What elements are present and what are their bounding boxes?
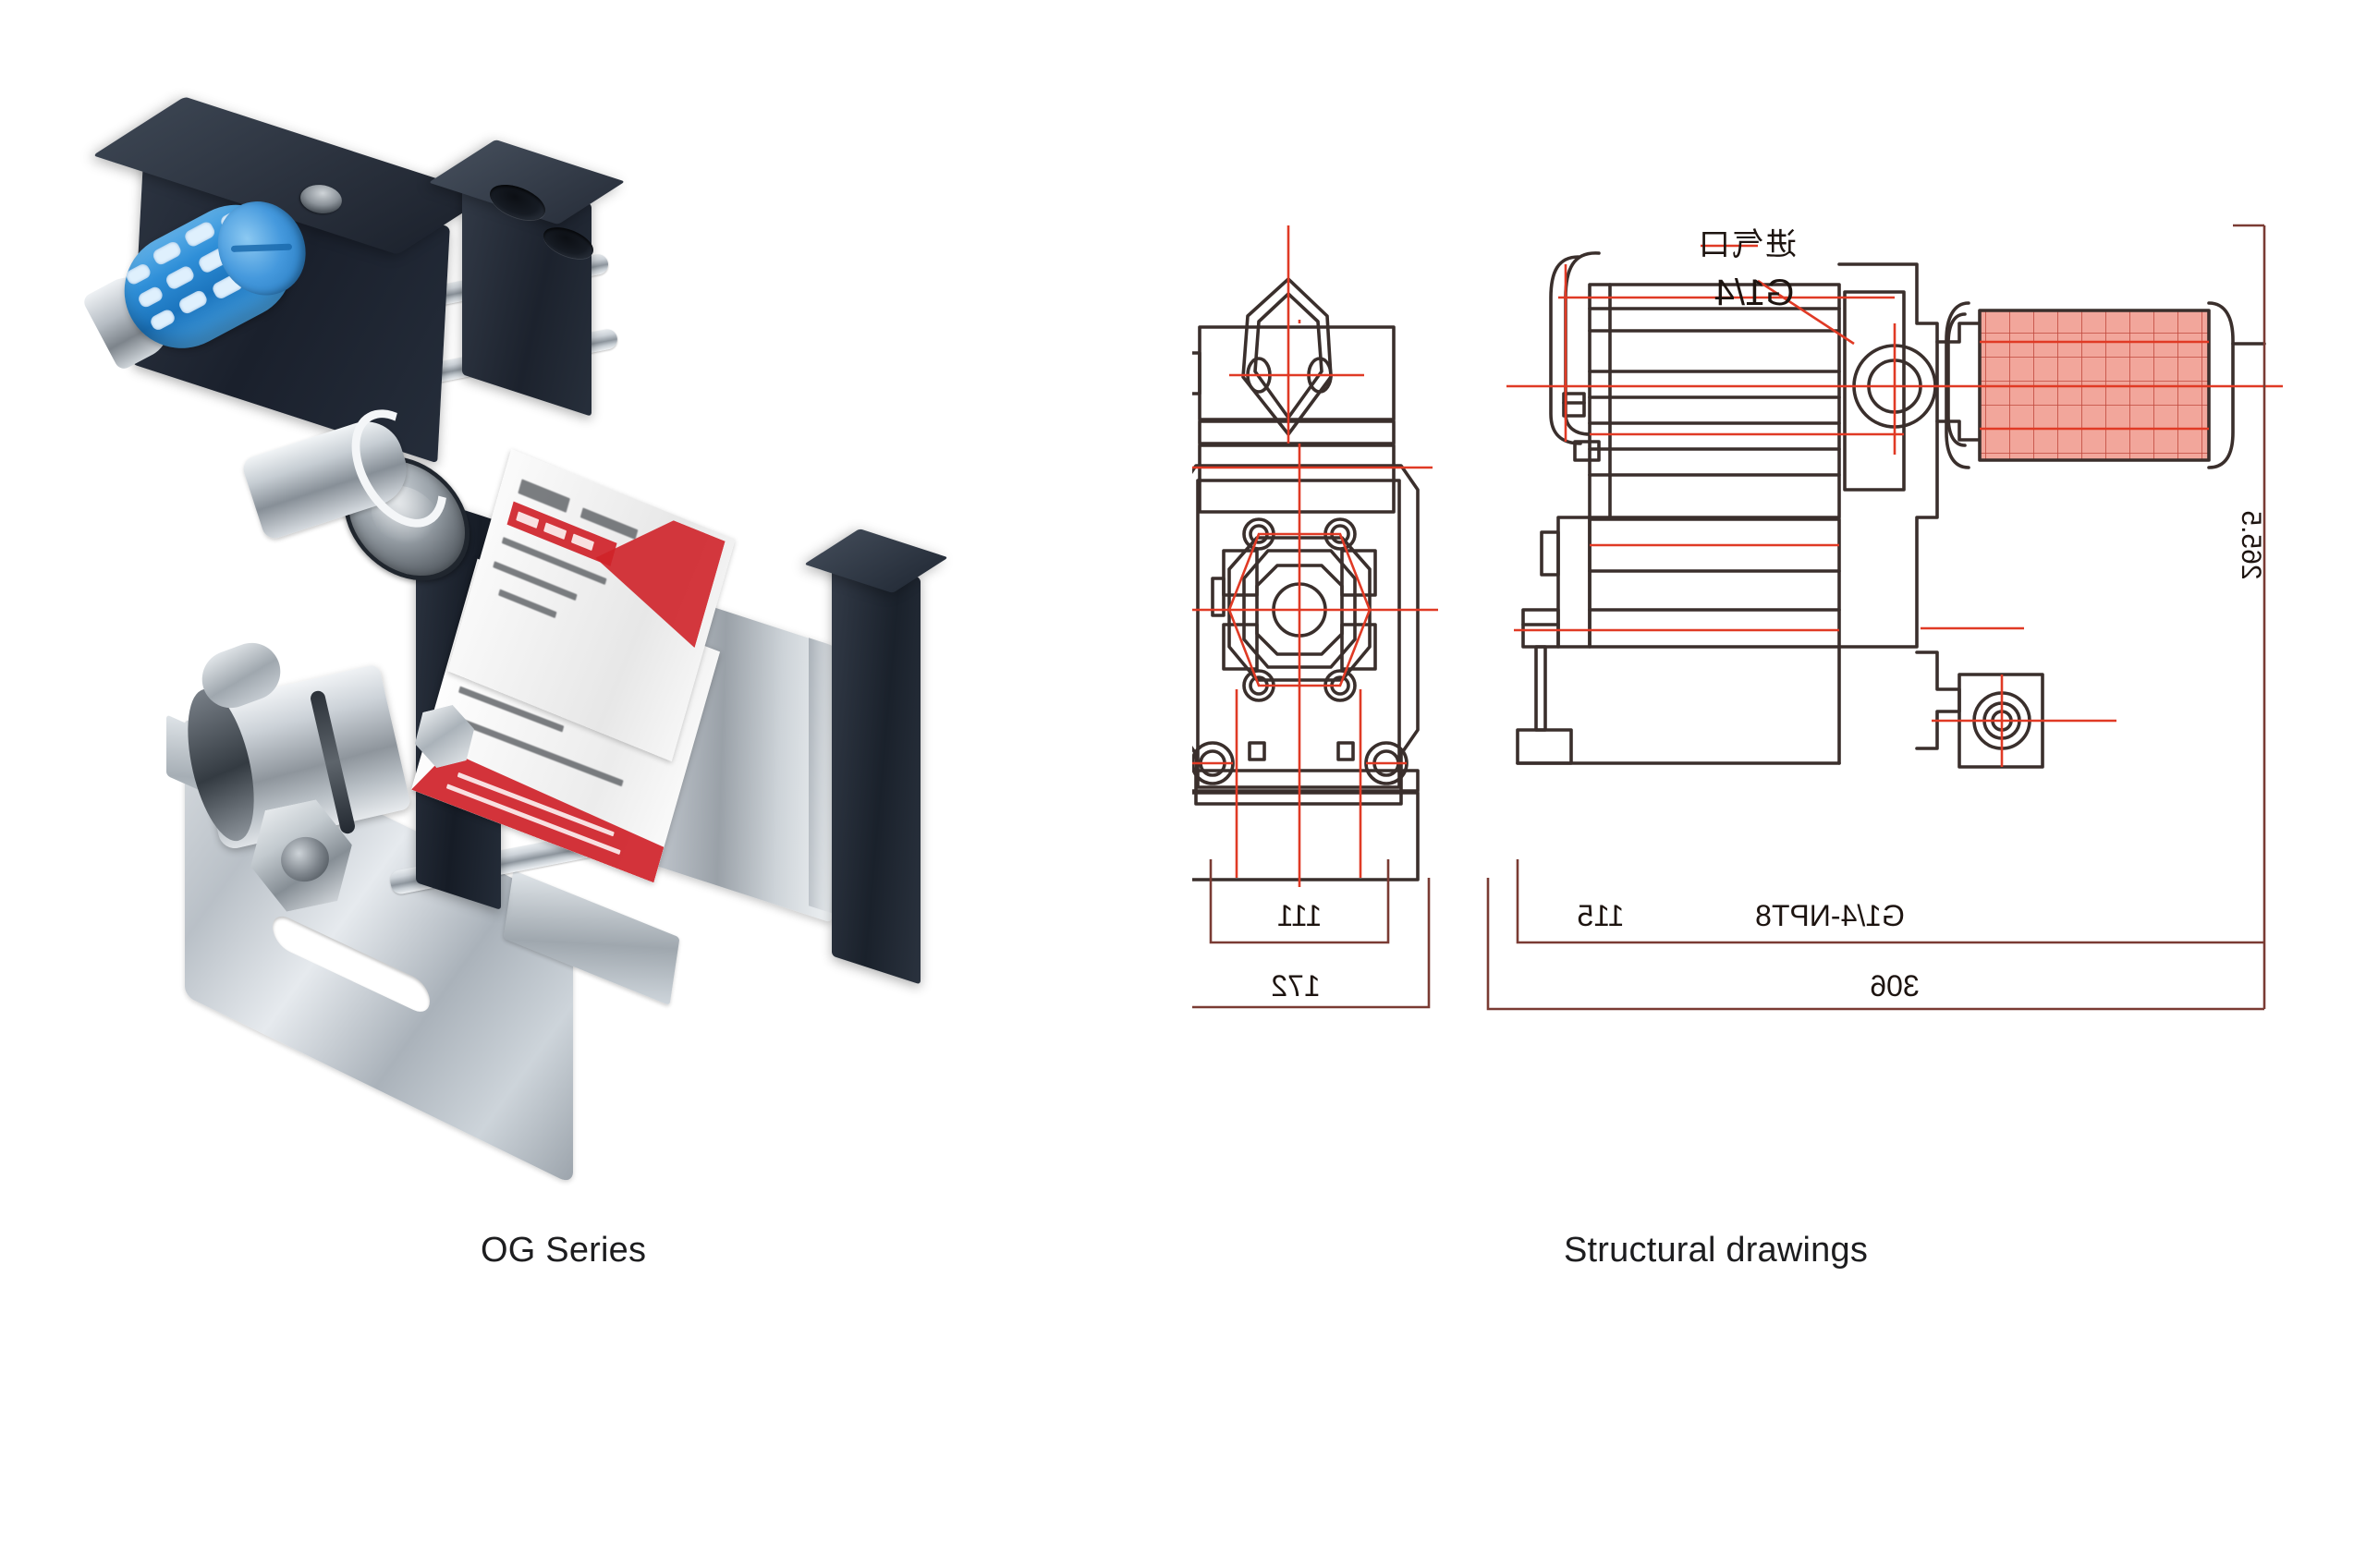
inlet-port-note: 进气口 — [1697, 227, 1797, 262]
yoke-right — [832, 549, 921, 985]
side-view — [1516, 251, 2266, 769]
drawing-annotations: 进气口 G1/4 111 172 115 G1/4-NPT8 306 265.5 — [1271, 227, 2266, 1003]
front-view — [1192, 277, 1420, 881]
right-caption: Structural drawings — [1564, 1231, 1869, 1270]
dim-side-thread: G1/4-NPT8 — [1755, 899, 1905, 932]
structural-drawing-panel: 进气口 G1/4 111 172 115 G1/4-NPT8 306 265.5 — [1192, 213, 2283, 1136]
manifold-screw — [291, 178, 351, 220]
dim-front-inner: 111 — [1277, 899, 1323, 932]
bracket-slot — [272, 910, 431, 1018]
centerlines — [1192, 224, 2283, 1011]
yoke-right-top — [803, 529, 949, 593]
drawing-svg: 进气口 G1/4 111 172 115 G1/4-NPT8 306 265.5 — [1192, 224, 2283, 1011]
left-caption: OG Series — [481, 1231, 647, 1270]
dim-side-overall: 306 — [1870, 969, 1919, 1003]
dim-front-overall: 172 — [1271, 969, 1320, 1003]
product-photo-panel — [80, 96, 961, 1185]
dim-height-right: 265.5 — [2236, 510, 2266, 579]
dim-side-left: 115 — [1577, 899, 1624, 932]
thread-spec: G1/4 — [1714, 273, 1795, 313]
